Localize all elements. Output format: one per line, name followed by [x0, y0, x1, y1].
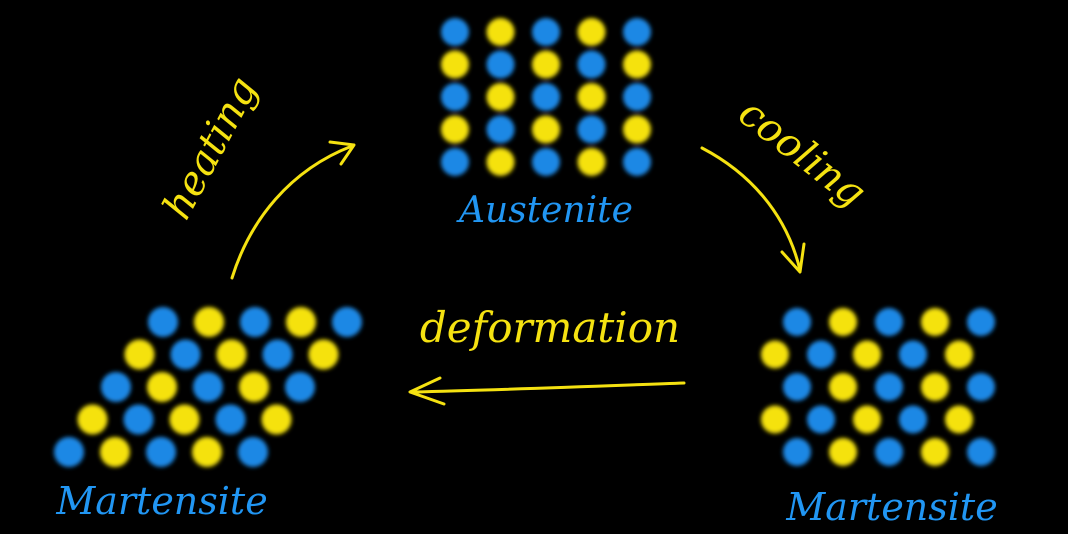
heating-arrowhead: [328, 140, 356, 166]
atom-yellow: [77, 404, 108, 435]
atom-blue: [148, 307, 178, 337]
atom-yellow: [308, 339, 339, 370]
atom-yellow: [829, 373, 857, 401]
atom-blue: [807, 340, 835, 369]
atom-yellow: [216, 339, 247, 370]
atom-blue: [899, 340, 927, 369]
atom-yellow: [532, 50, 560, 79]
atom-blue: [577, 50, 606, 79]
atom-yellow: [945, 405, 973, 434]
atom-blue: [532, 18, 560, 46]
atom-blue: [486, 115, 515, 144]
atom-yellow: [853, 340, 881, 369]
atom-blue: [783, 438, 811, 466]
cooling-arrowhead: [780, 242, 806, 274]
atom-blue: [967, 438, 995, 466]
atom-blue: [875, 373, 903, 401]
atom-yellow: [761, 405, 789, 434]
atom-yellow: [853, 405, 881, 434]
atom-blue: [193, 372, 223, 402]
atom-yellow: [623, 50, 651, 79]
atom-blue: [486, 50, 515, 79]
atom-blue: [285, 372, 315, 402]
atom-yellow: [286, 307, 316, 337]
atom-yellow: [921, 438, 949, 466]
atom-blue: [532, 83, 560, 111]
atom-yellow: [124, 339, 155, 370]
atom-blue: [54, 437, 84, 467]
atom-yellow: [945, 340, 973, 369]
atom-blue: [238, 437, 268, 467]
atom-blue: [807, 405, 835, 434]
atom-blue: [332, 307, 362, 337]
atom-blue: [146, 437, 176, 467]
atom-blue: [623, 83, 651, 111]
atom-blue: [441, 83, 469, 111]
cooling-arrow: [700, 146, 802, 272]
atom-blue: [875, 308, 903, 336]
atom-yellow: [486, 148, 515, 176]
martensite-right-label: Martensite: [785, 485, 997, 529]
atom-yellow: [192, 437, 222, 467]
atom-yellow: [532, 115, 560, 144]
atom-blue: [240, 307, 270, 337]
deformation-label: deformation: [420, 303, 680, 352]
atom-blue: [899, 405, 927, 434]
atom-blue: [967, 308, 995, 336]
atom-yellow: [921, 308, 949, 336]
atom-blue: [532, 148, 560, 176]
atom-yellow: [829, 308, 857, 336]
atom-blue: [215, 404, 246, 435]
atom-yellow: [921, 373, 949, 401]
atom-yellow: [623, 115, 651, 144]
atom-blue: [441, 148, 469, 176]
atom-yellow: [577, 148, 606, 176]
atom-yellow: [829, 438, 857, 466]
martensite-left-label: Martensite: [55, 479, 267, 523]
atom-yellow: [441, 50, 469, 79]
heating-arrow: [230, 144, 354, 280]
deformation-arrowhead: [408, 376, 446, 406]
atom-yellow: [486, 83, 515, 111]
deformation-arrow: [410, 381, 686, 394]
atom-blue: [875, 438, 903, 466]
atom-blue: [123, 404, 154, 435]
atom-yellow: [100, 437, 130, 467]
atom-blue: [441, 18, 469, 46]
atom-yellow: [239, 372, 269, 402]
atom-blue: [577, 115, 606, 144]
atom-blue: [170, 339, 201, 370]
atom-yellow: [441, 115, 469, 144]
atom-yellow: [486, 18, 515, 46]
atom-blue: [623, 148, 651, 176]
atom-yellow: [761, 340, 789, 369]
atom-yellow: [261, 404, 292, 435]
austenite-label: Austenite: [456, 190, 633, 231]
atom-blue: [101, 372, 131, 402]
atom-yellow: [577, 18, 606, 46]
atom-yellow: [577, 83, 606, 111]
atom-yellow: [194, 307, 224, 337]
austenite-lattice: [441, 18, 651, 176]
atom-blue: [623, 18, 651, 46]
atom-blue: [262, 339, 293, 370]
atom-yellow: [169, 404, 200, 435]
atom-yellow: [147, 372, 177, 402]
atom-blue: [967, 373, 995, 401]
martensite-left-lattice: [54, 307, 362, 467]
atom-blue: [783, 308, 811, 336]
atom-blue: [783, 373, 811, 401]
martensite-right-lattice: [761, 308, 995, 466]
